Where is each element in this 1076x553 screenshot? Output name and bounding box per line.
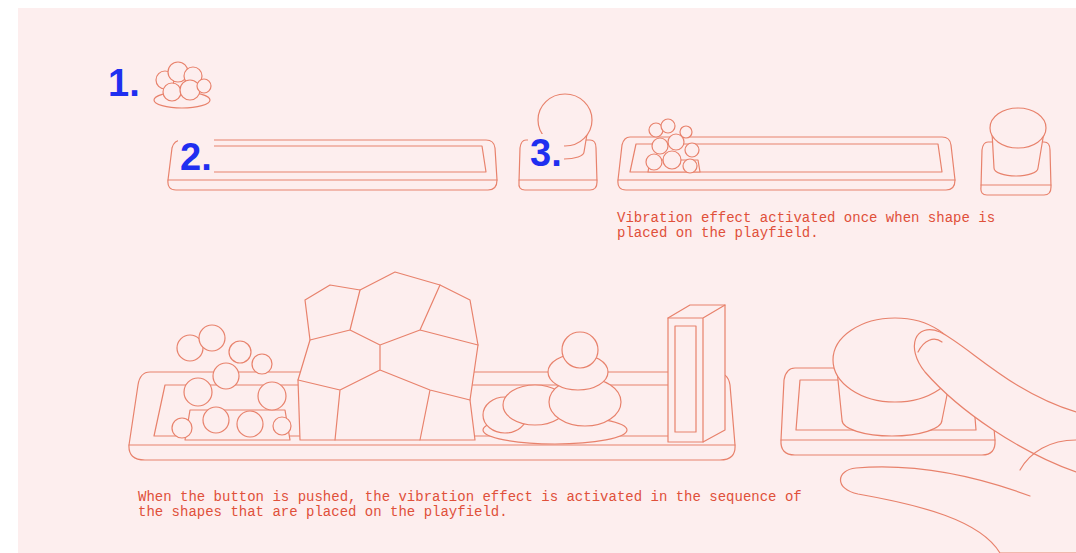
note-text: Vibration effect activated once when sha… [617,211,1021,241]
shape-mushroom [172,325,291,440]
shape-mushroom [646,119,700,173]
callout-number: 3. [528,134,564,172]
hand [841,330,1076,553]
note-text: When the button is pushed, the vibration… [138,490,828,520]
shape-rock [298,272,478,440]
shape-plate [668,305,725,442]
callout-number: 2. [178,138,214,176]
push-button [519,94,597,190]
shape-stack [483,332,627,444]
shape-mushroom [154,62,211,108]
push-button [981,108,1051,195]
callout-number: 1. [106,64,142,102]
background [18,8,1076,553]
playfield-tray [168,140,497,190]
